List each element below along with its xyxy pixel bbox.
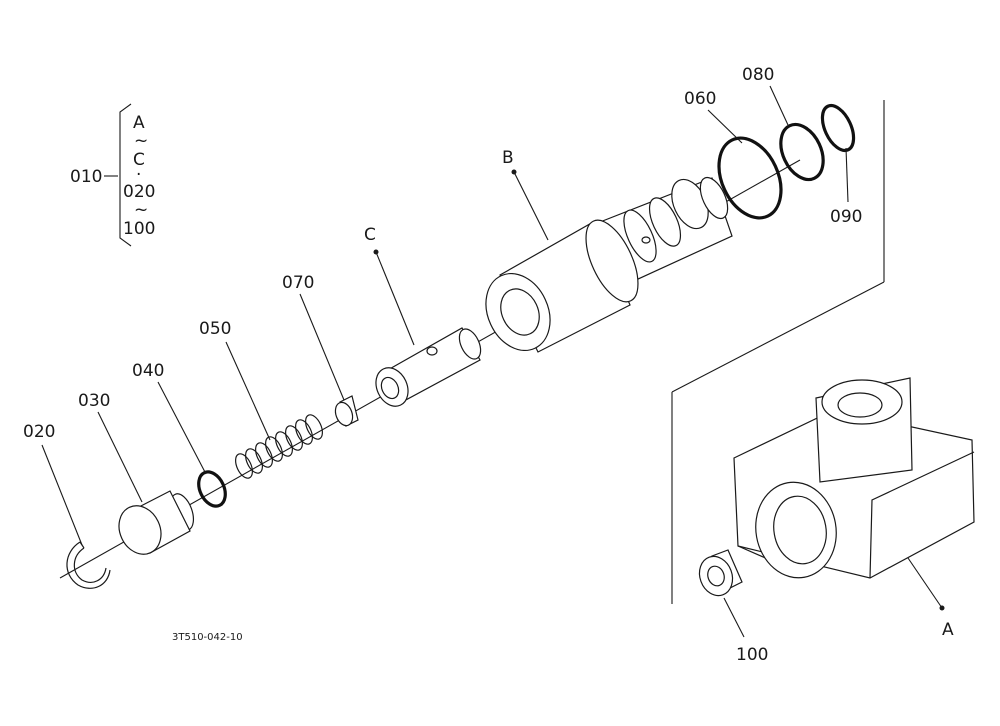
part-a-body-block — [733, 377, 975, 579]
part-080-o-ring — [779, 122, 825, 182]
leader-dot-a — [939, 605, 945, 611]
label-040: 040 — [132, 361, 164, 381]
label-050: 050 — [199, 319, 231, 339]
bracket-tilde-1: ~ — [134, 131, 148, 151]
label-030: 030 — [78, 391, 110, 411]
leader-dot-c — [373, 249, 379, 255]
bracket-item-100: 100 — [123, 219, 155, 239]
leader-lines — [41, 85, 943, 638]
part-070-sleeve — [334, 395, 359, 427]
label-a: A — [942, 620, 954, 640]
bracket-tilde-2: ~ — [134, 200, 148, 220]
bracket-dot: · — [136, 165, 141, 185]
label-070: 070 — [282, 273, 314, 293]
part-060-o-ring — [717, 136, 783, 220]
part-090-o-ring — [820, 103, 856, 153]
body-a-frame — [671, 100, 885, 604]
part-b-valve-body — [485, 176, 733, 353]
bracket-item-a: A — [133, 113, 145, 133]
part-030-plug — [118, 490, 195, 555]
label-assembly-010: 010 — [70, 167, 102, 187]
part-040-o-ring — [197, 470, 227, 508]
label-b: B — [502, 148, 514, 168]
assembly-bracket: 010 A ~ C · 020 ~ 100 — [70, 103, 155, 247]
part-c-piston — [375, 327, 482, 407]
drawing-number: 3T510-042-10 — [172, 632, 243, 643]
label-090: 090 — [830, 207, 862, 227]
label-020: 020 — [23, 422, 55, 442]
label-100: 100 — [736, 645, 768, 665]
part-050-spring — [235, 414, 323, 479]
leader-dot-b — [511, 169, 517, 175]
label-060: 060 — [684, 89, 716, 109]
bracket-item-c: C — [133, 150, 145, 170]
bracket-item-020: 020 — [123, 182, 155, 202]
label-080: 080 — [742, 65, 774, 85]
label-c: C — [364, 225, 376, 245]
part-020-snap-ring — [66, 541, 111, 589]
part-100-fitting — [698, 549, 743, 597]
